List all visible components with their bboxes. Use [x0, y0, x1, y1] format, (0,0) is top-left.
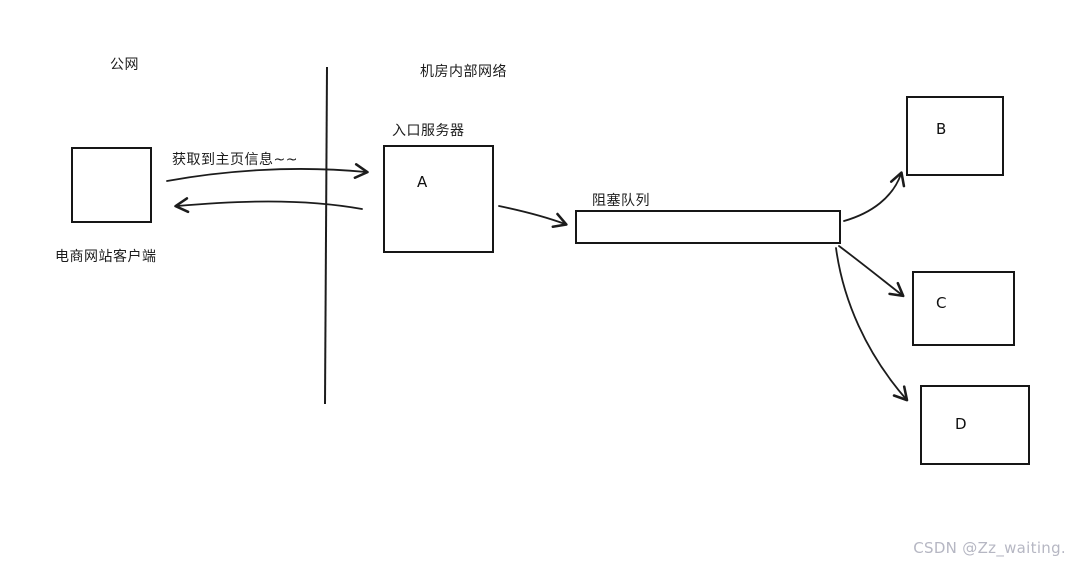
- server-b-box: B: [906, 96, 1004, 176]
- blocking-queue-label: 阻塞队列: [592, 193, 650, 209]
- blocking-queue-box: [575, 210, 841, 244]
- a-to-queue-arrow: [498, 205, 568, 228]
- server-d-letter: D: [955, 415, 967, 433]
- request-label: 获取到主页信息~~: [172, 152, 298, 168]
- server-d-box: D: [920, 385, 1030, 465]
- client-box: [71, 147, 152, 223]
- queue-to-d-arrow: [835, 247, 909, 402]
- server-a-box: A: [383, 145, 494, 253]
- request-arrow: [166, 163, 369, 182]
- server-a-letter: A: [417, 173, 428, 191]
- csdn-watermark: CSDN @Zz_waiting.: [913, 539, 1066, 557]
- queue-to-b-arrow: [843, 171, 906, 222]
- client-label: 电商网站客户端: [55, 249, 157, 265]
- response-arrow: [174, 197, 363, 214]
- network-divider-line: [324, 66, 328, 405]
- internal-network-label: 机房内部网络: [420, 64, 507, 80]
- entry-server-label: 入口服务器: [392, 123, 465, 139]
- public-network-label: 公网: [110, 57, 139, 73]
- server-c-letter: C: [936, 294, 947, 312]
- queue-to-c-arrow: [838, 245, 905, 298]
- server-b-letter: B: [936, 120, 947, 138]
- server-c-box: C: [912, 271, 1015, 346]
